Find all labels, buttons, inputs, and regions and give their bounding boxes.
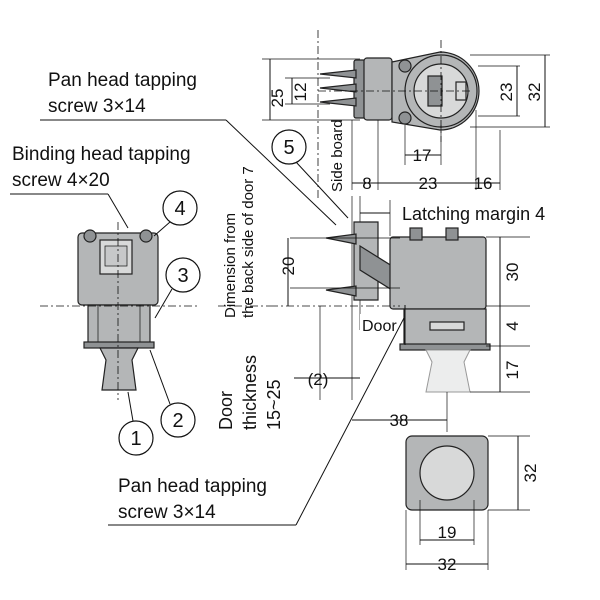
dim-16: 16: [474, 174, 493, 193]
svg-text:Binding head tapping: Binding head tapping: [12, 144, 191, 165]
svg-text:Pan head tapping: Pan head tapping: [48, 70, 197, 91]
callout-5: 5: [271, 129, 349, 219]
dim-12: 12: [291, 83, 310, 102]
dim-30: 30: [503, 263, 522, 282]
pan-head-bottom-label: Pan head tapping screw 3×14: [108, 317, 405, 526]
callout-4: 4: [153, 190, 198, 237]
knob-face-view: 32 19 32: [405, 435, 540, 574]
dim-20: 20: [279, 257, 298, 276]
top-plan-view: 25 12 23 32 17 8 23 16 Side board: [262, 30, 550, 200]
svg-text:1: 1: [130, 428, 141, 450]
dim-4: 4: [503, 321, 522, 330]
front-view: [40, 222, 200, 400]
callout-3: 3: [154, 257, 201, 319]
door-thickness-label-1: Door: [216, 391, 236, 430]
door-label: Door: [362, 318, 397, 335]
dimension-from-label-2: the back side of door 7: [240, 166, 257, 318]
dim-25: 25: [268, 89, 287, 108]
binding-head-label: Binding head tapping screw 4×20: [10, 144, 191, 229]
dimension-from-label-1: Dimension from: [222, 213, 239, 318]
pan-head-top-label: Pan head tapping screw 3×14: [40, 70, 337, 226]
svg-text:4: 4: [174, 198, 185, 220]
dim-38: 38: [390, 411, 409, 430]
door-thickness-label-3: 15~25: [264, 379, 284, 430]
svg-text:3: 3: [177, 265, 188, 287]
svg-text:5: 5: [283, 137, 294, 159]
svg-text:screw 4×20: screw 4×20: [12, 170, 110, 191]
svg-text:2: 2: [172, 410, 183, 432]
callout-1: 1: [118, 391, 154, 456]
svg-text:screw 3×14: screw 3×14: [48, 96, 146, 117]
dim-17b: 17: [503, 361, 522, 380]
dim-32: 32: [525, 83, 544, 102]
svg-text:Pan head tapping: Pan head tapping: [118, 476, 267, 497]
side-section-view: 20 30 4 17 Latching margin 4 Door (2) 38…: [216, 166, 545, 432]
svg-text:screw 3×14: screw 3×14: [118, 502, 216, 523]
screw-icon: [319, 69, 357, 107]
latching-margin-label: Latching margin 4: [402, 204, 545, 224]
dim-32h: 32: [438, 555, 457, 574]
door-thickness-label-2: thickness: [240, 355, 260, 430]
dim-19: 19: [438, 523, 457, 542]
dim-2: (2): [308, 370, 329, 389]
screw-icon: [325, 233, 357, 297]
dim-23b: 23: [419, 174, 438, 193]
dim-17: 17: [413, 146, 432, 165]
dim-32v: 32: [521, 464, 540, 483]
dim-23: 23: [497, 83, 516, 102]
dim-8: 8: [362, 174, 371, 193]
callout-2: 2: [149, 349, 196, 438]
side-board-label: Side board: [329, 119, 346, 192]
